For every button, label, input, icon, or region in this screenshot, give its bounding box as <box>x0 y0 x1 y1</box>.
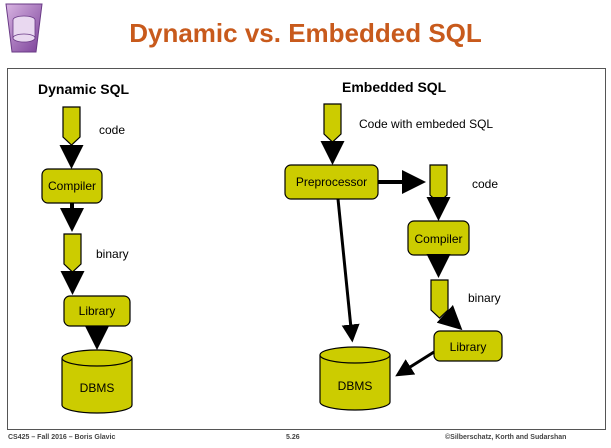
arrow-library-to-dbms-embedded <box>395 350 435 377</box>
dynamic-binary-label: binary <box>96 247 129 261</box>
embedded-dbms-cylinder: DBMS <box>319 346 391 411</box>
dynamic-code-document <box>62 106 81 146</box>
dynamic-dbms-cylinder: DBMS <box>61 349 133 414</box>
embedded-code2-document <box>429 164 448 204</box>
dynamic-compiler-node: Compiler <box>41 168 103 204</box>
embedded-compiler-node: Compiler <box>407 220 470 256</box>
footer-copyright: ©Silberschatz, Korth and Sudarshan <box>445 434 567 441</box>
dynamic-code-label: code <box>99 123 125 137</box>
slide-title: Dynamic vs. Embedded SQL <box>129 18 482 48</box>
embedded-code-label: Code with embeded SQL <box>359 117 493 131</box>
embedded-code-document <box>323 103 342 143</box>
header-band <box>0 0 611 66</box>
embedded-compiler-label: Compiler <box>414 232 462 246</box>
embedded-dbms-label: DBMS <box>338 379 373 393</box>
dynamic-dbms-label: DBMS <box>80 381 115 395</box>
preprocessor-label: Preprocessor <box>296 175 367 189</box>
arrow-binary-to-library-embedded <box>436 304 463 331</box>
embedded-binary-label: binary <box>468 291 501 305</box>
dynamic-heading: Dynamic SQL <box>38 81 129 97</box>
footer-course: CS425 – Fall 2016 – Boris Glavic <box>8 434 116 441</box>
dynamic-library-label: Library <box>79 304 116 318</box>
embedded-heading: Embedded SQL <box>342 79 447 95</box>
embedded-binary-document <box>430 279 449 319</box>
embedded-library-label: Library <box>450 340 487 354</box>
arrow-preprocessor-to-dbms <box>336 198 360 343</box>
preprocessor-node: Preprocessor <box>284 164 379 200</box>
embedded-library-node: Library <box>433 330 503 362</box>
dynamic-compiler-label: Compiler <box>48 179 96 193</box>
content-frame <box>7 68 606 430</box>
embedded-code2-label: code <box>472 177 498 191</box>
footer-slide-number: 5.26 <box>286 434 300 441</box>
dynamic-library-node: Library <box>63 295 131 327</box>
dynamic-binary-document <box>63 233 82 273</box>
database-icon <box>5 3 43 53</box>
